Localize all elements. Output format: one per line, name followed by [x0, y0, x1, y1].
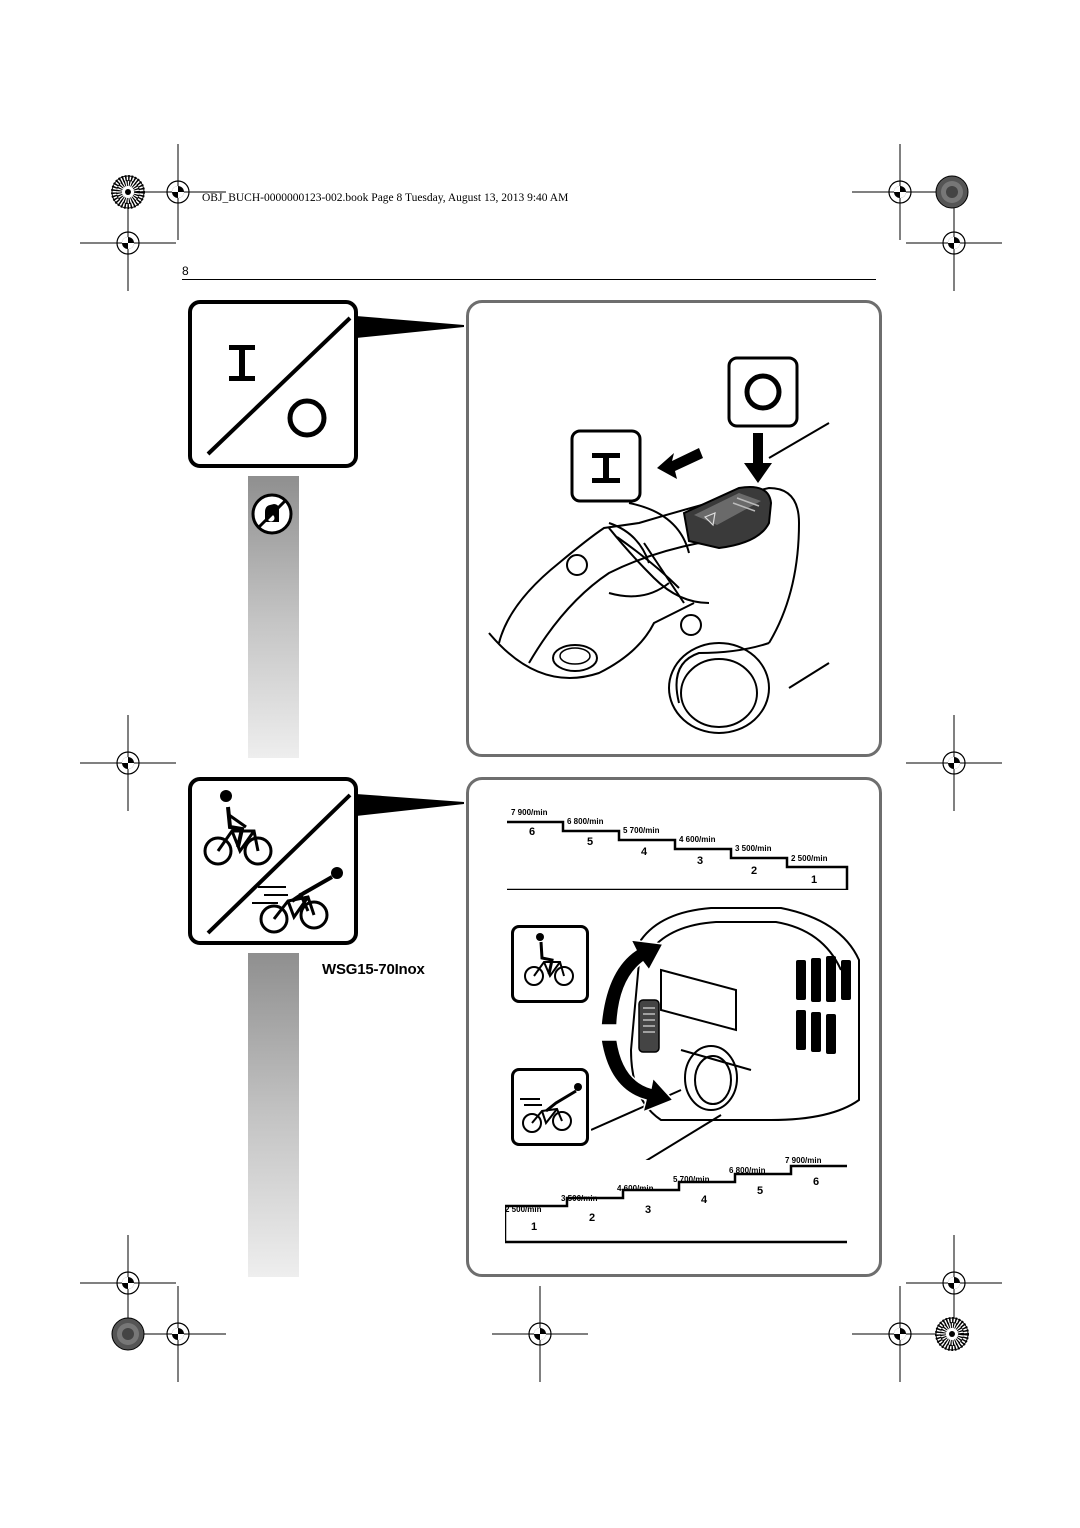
speed-level: 2 — [589, 1212, 596, 1224]
header-rule — [182, 279, 876, 280]
speed-label: 2 500/min — [791, 854, 828, 863]
speed-label: 6 800/min — [729, 1166, 766, 1175]
color-wheel-icon — [112, 176, 144, 208]
speed-panel: 7 900/min 6 6 800/min 5 5 700/min 4 4 60… — [466, 777, 882, 1277]
color-wheel-icon — [935, 175, 969, 209]
slow-cyclist-icon — [203, 806, 273, 866]
registration-mark-icon — [905, 1234, 1003, 1332]
rotate-arrow-icon — [600, 939, 675, 1114]
speed-staircase-top — [507, 820, 849, 890]
speed-level: 4 — [701, 1194, 708, 1206]
speed-level: 5 — [587, 836, 594, 848]
registration-mark-icon — [79, 1234, 177, 1332]
speed-level: 3 — [697, 855, 704, 867]
pointer-wedge — [356, 794, 464, 816]
registration-mark-icon — [851, 143, 949, 241]
color-wheel-icon — [111, 1317, 145, 1351]
registration-mark-icon — [905, 714, 1003, 812]
speed-label: 4 600/min — [617, 1184, 654, 1193]
registration-mark-icon — [491, 1285, 589, 1383]
speed-staircase-bottom — [505, 1164, 847, 1244]
book-header: OBJ_BUCH-0000000123-002.book Page 8 Tues… — [202, 192, 569, 204]
on-off-switch-icon — [188, 300, 358, 468]
speed-selector-icon — [188, 777, 358, 945]
speed-label: 6 800/min — [567, 817, 604, 826]
color-wheel-icon — [936, 1318, 968, 1350]
fast-cyclist-icon — [511, 1068, 589, 1146]
registration-mark-icon — [905, 194, 1003, 292]
speed-label: 2 500/min — [505, 1205, 542, 1214]
slow-cyclist-icon — [511, 925, 589, 1003]
speed-level: 1 — [531, 1221, 538, 1233]
speed-level: 5 — [757, 1185, 764, 1197]
speed-level: 3 — [645, 1204, 652, 1216]
switch-panel — [466, 300, 882, 757]
registration-mark-icon — [79, 194, 177, 292]
speed-level: 1 — [811, 874, 818, 886]
speed-level: 2 — [751, 865, 758, 877]
model-name: WSG15-70Inox — [322, 961, 425, 978]
speed-level: 6 — [529, 826, 536, 838]
arrow-icon — [657, 433, 772, 483]
grinder-speed-dial-illustration — [591, 907, 860, 1160]
speed-label: 4 600/min — [679, 835, 716, 844]
speed-label: 7 900/min — [785, 1156, 822, 1165]
no-glove-icon — [251, 493, 293, 535]
page-number: 8 — [182, 264, 189, 278]
registration-mark-icon — [79, 714, 177, 812]
speed-level: 4 — [641, 846, 648, 858]
section-bar-speed — [248, 953, 299, 1277]
speed-level: 6 — [813, 1176, 820, 1188]
speed-label: 3 500/min — [735, 844, 772, 853]
pointer-wedge — [356, 316, 464, 338]
speed-label: 5 700/min — [623, 826, 660, 835]
speed-label: 7 900/min — [511, 808, 548, 817]
fast-cyclist-icon — [252, 875, 333, 934]
speed-label: 5 700/min — [673, 1175, 710, 1184]
speed-label: 3 500/min — [561, 1194, 598, 1203]
registration-mark-icon — [851, 1285, 949, 1383]
